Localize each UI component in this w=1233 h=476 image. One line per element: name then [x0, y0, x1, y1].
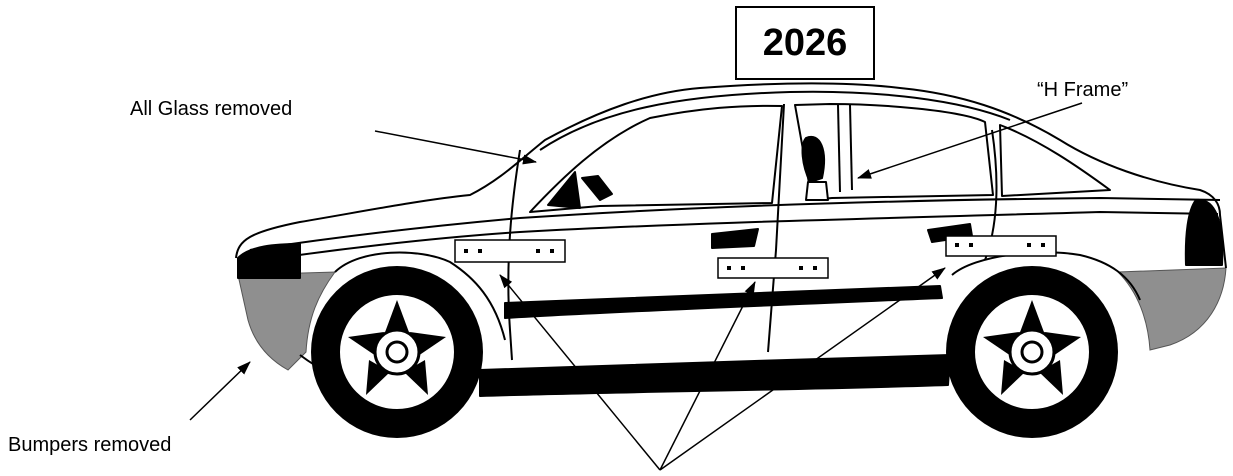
h-frame-arrow — [858, 103, 1082, 178]
sensor-strip-rear — [946, 236, 1056, 256]
glass-arrow — [375, 131, 536, 162]
front-wheel — [311, 266, 483, 438]
year-box: 2026 — [735, 6, 875, 80]
rear-wheel — [946, 266, 1118, 438]
bumpers-removed-label: Bumpers removed — [8, 434, 171, 457]
bumpers-arrow — [190, 362, 250, 420]
h-frame-label: “H Frame” — [1037, 79, 1128, 102]
all-glass-removed-label: All Glass removed — [130, 98, 292, 121]
sensor-strip-front — [455, 240, 565, 262]
sensor-strip-middle — [718, 258, 828, 278]
